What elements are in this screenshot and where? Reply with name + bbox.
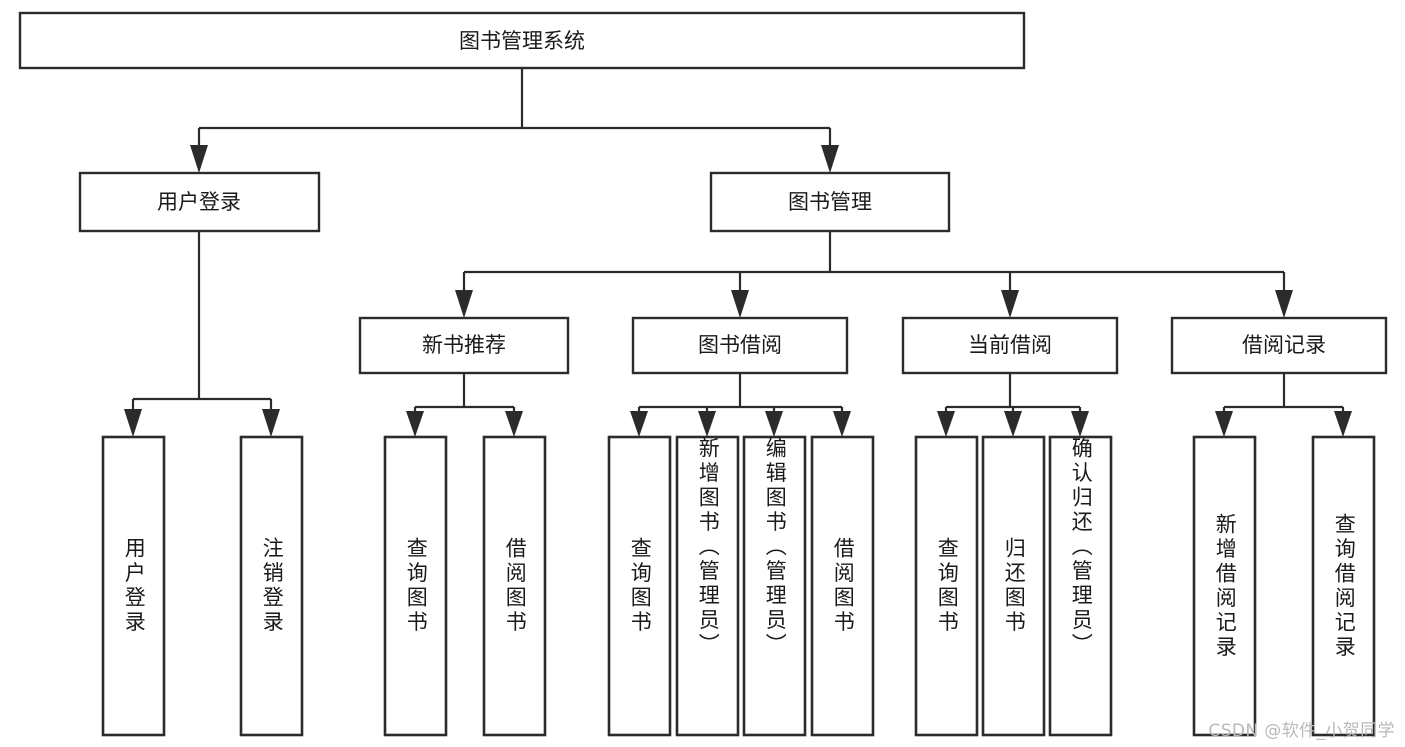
arrow-leaf-query-book-3: [937, 411, 955, 437]
leaf-box-query-book-3[interactable]: [914, 435, 979, 737]
leaf-box-borrow-book-2[interactable]: [810, 435, 875, 737]
node-new-book-recommend-label: 新书推荐: [422, 333, 506, 357]
leaf-layer: [101, 435, 1376, 737]
node-borrow-record[interactable]: [1170, 316, 1388, 375]
arrow-new-book: [455, 290, 473, 318]
connector-layer: [124, 68, 1352, 437]
arrow-borrow-record: [1275, 290, 1293, 318]
leaf-box-query-book-1[interactable]: [383, 435, 448, 737]
arrow-leaf-return-book: [1004, 411, 1022, 437]
arrow-book-borrow: [731, 290, 749, 318]
leaf-box-edit-book[interactable]: [742, 435, 807, 737]
leaf-box-user-login[interactable]: [101, 435, 166, 737]
node-current-borrow-label: 当前借阅: [968, 333, 1052, 357]
arrow-leaf-add-record: [1215, 411, 1233, 437]
arrow-current-borrow: [1001, 290, 1019, 318]
arrow-leaf-borrow-book-1: [505, 411, 523, 437]
leaf-box-query-book-2[interactable]: [607, 435, 672, 737]
leaf-box-add-book[interactable]: [675, 435, 740, 737]
node-user-login[interactable]: [78, 171, 321, 233]
arrow-leaf-query-record: [1334, 411, 1352, 437]
arrow-user-login: [190, 145, 208, 173]
node-borrow-record-label: 借阅记录: [1242, 333, 1326, 357]
arrow-leaf-edit-book: [765, 411, 783, 437]
arrow-leaf-logout: [262, 409, 280, 437]
node-current-borrow[interactable]: [901, 316, 1119, 375]
csdn-watermark: CSDN @软件_小贺同学: [1208, 721, 1395, 741]
node-root-label: 图书管理系统: [459, 29, 585, 53]
node-new-book-recommend[interactable]: [358, 316, 570, 375]
arrow-leaf-borrow-book-2: [833, 411, 851, 437]
arrow-leaf-user-login: [124, 409, 142, 437]
leaf-box-borrow-book-1[interactable]: [482, 435, 547, 737]
arrow-book-mgmt: [821, 145, 839, 173]
leaf-box-return-book[interactable]: [981, 435, 1046, 737]
leaf-box-query-record[interactable]: [1311, 435, 1376, 737]
node-root[interactable]: [18, 11, 1026, 70]
node-book-management[interactable]: [709, 171, 951, 233]
arrow-leaf-query-book-2: [630, 411, 648, 437]
arrow-leaf-confirm-return: [1071, 411, 1089, 437]
node-book-management-label: 图书管理: [788, 190, 872, 214]
arrow-leaf-query-book-1: [406, 411, 424, 437]
leaf-box-confirm-return[interactable]: [1048, 435, 1113, 737]
node-layer: 图书管理系统 用户登录 图书管理 新书推荐 图书借阅 当前借阅 借阅记录: [18, 11, 1388, 375]
node-book-borrow[interactable]: [631, 316, 849, 375]
node-user-login-label: 用户登录: [157, 190, 241, 214]
node-book-borrow-label: 图书借阅: [698, 333, 782, 357]
leaf-box-add-record[interactable]: [1192, 435, 1257, 737]
arrow-leaf-add-book: [698, 411, 716, 437]
leaf-box-logout[interactable]: [239, 435, 304, 737]
